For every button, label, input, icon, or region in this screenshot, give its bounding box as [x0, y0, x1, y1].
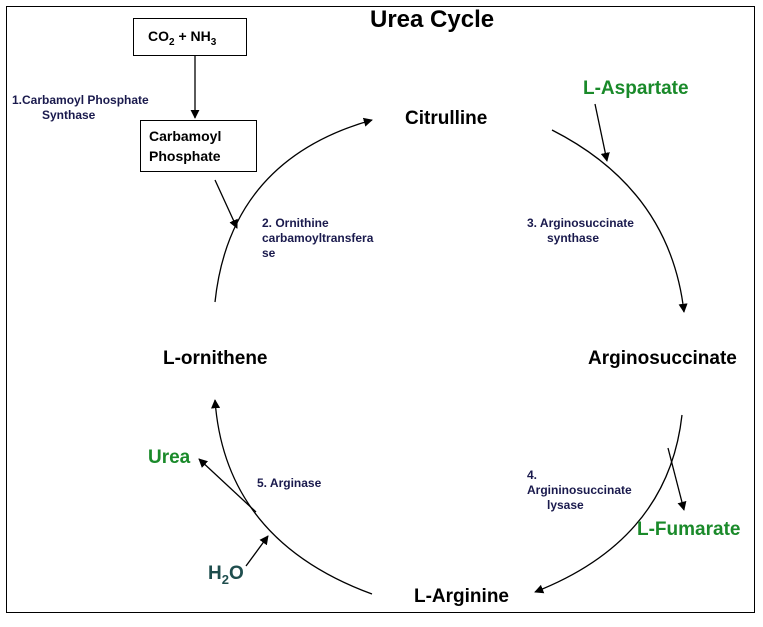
arc-ornithine-to-citrulline [214, 117, 373, 303]
nh3-subscript: 3 [210, 36, 217, 48]
carbamoyl-line2: Phosphate [149, 148, 221, 164]
co2-subscript: 2 [169, 36, 175, 48]
enzyme-2-label: 2. Ornithine carbamoyltransfera se [262, 216, 374, 260]
metabolite-ornithine: L-ornithene [163, 348, 268, 369]
enzyme-1-label: 1.Carbamoyl Phosphate Synthase [12, 93, 149, 122]
arrow-carbamoyl-into-cycle [214, 179, 238, 229]
enzyme-4-label: 4. Argininosuccinate lysase [527, 468, 632, 512]
carbamoyl-phosphate-box: Carbamoyl Phosphate [140, 120, 257, 172]
input-box: CO2 + NH3 [133, 18, 247, 56]
metabolite-argininosuccinate: Arginosuccinate [588, 348, 737, 369]
arc-citrulline-to-argininosuccinate [551, 129, 688, 313]
nh3-label: + NH [174, 28, 211, 44]
arrow-water-in [245, 535, 269, 567]
enzyme-3-label: 3. Arginosuccinate synthase [527, 216, 634, 245]
diagram-title: Urea Cycle [370, 6, 495, 33]
metabolite-arginine: L-Arginine [414, 586, 509, 607]
arc-argininosuccinate-to-arginine [534, 414, 683, 594]
enzyme-5-label: 5. Arginase [257, 476, 322, 490]
arc-arginine-to-ornithine [211, 399, 373, 595]
arrow-aspartate-into-cycle [594, 103, 610, 162]
metabolite-water: H2O [208, 563, 244, 587]
co2-label: CO [148, 28, 169, 44]
metabolite-citrulline: Citrulline [405, 108, 488, 129]
metabolite-aspartate: L-Aspartate [583, 78, 689, 99]
metabolite-urea: Urea [148, 447, 191, 468]
carbamoyl-line1: Carbamoyl [149, 128, 222, 144]
diagram-frame [6, 6, 755, 613]
arrow-fumarate-out [667, 447, 687, 511]
arrow-urea-out [198, 458, 257, 513]
metabolite-fumarate: L-Fumarate [637, 519, 741, 540]
